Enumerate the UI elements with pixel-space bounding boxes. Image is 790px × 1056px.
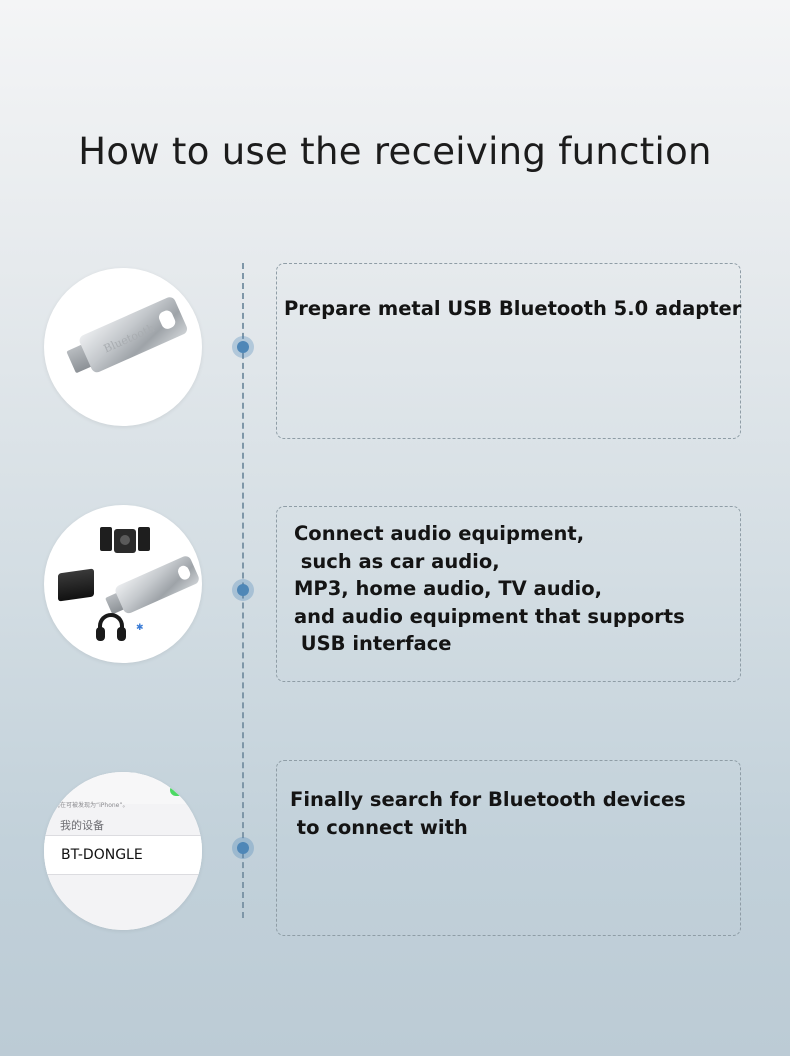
car-audio-icon [58,568,94,602]
speaker-icon [100,527,112,551]
step-card-2: Connect audio equipment, such as car aud… [276,506,741,682]
step-text-3: Finally search for Bluetooth devices to … [290,788,686,839]
toggle-switch-icon [170,784,184,796]
bluetooth-icon: ✱ [136,623,144,633]
timeline-dot-3 [237,842,249,854]
step-text-1: Prepare metal USB Bluetooth 5.0 adapter [284,297,742,320]
bluetooth-settings-image: 现在可被发现为“iPhone”。 我的设备 BT-DONGLE [44,772,202,930]
audio-equipment-image: ✱ [44,505,202,663]
headphones-icon [96,613,126,641]
step-card-3: Finally search for Bluetooth devices to … [276,760,741,936]
usb-adapter-image: Bluetooth [44,268,202,426]
timeline-dot-2 [237,584,249,596]
step-text-2: Connect audio equipment, such as car aud… [294,522,685,655]
discoverable-hint: 现在可被发现为“iPhone”。 [54,802,129,809]
step-card-1: Prepare metal USB Bluetooth 5.0 adapter [276,263,741,439]
page-title: How to use the receiving function [78,130,712,173]
device-name: BT-DONGLE [61,847,143,863]
timeline-dot-1 [237,341,249,353]
my-devices-label: 我的设备 [60,819,104,832]
